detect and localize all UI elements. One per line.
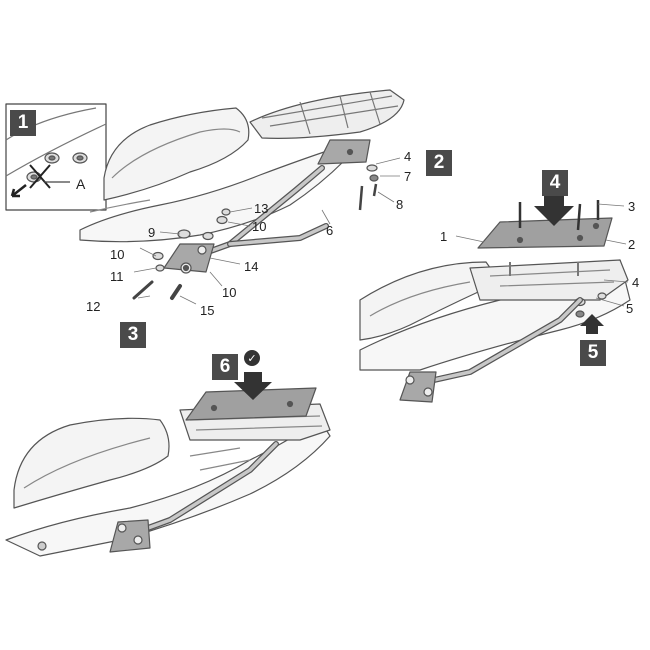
step-badge-2: 2 [426,150,452,176]
callout-13: 13 [254,201,269,216]
direction-arrow-icon [10,184,27,198]
step-badge-6: 6 [212,354,238,380]
callout-12: 12 [86,299,101,314]
callout-4-washer-right: 4 [632,275,640,290]
callout-8-bolt: 8 [396,197,404,212]
step-badge-4: 4 [542,170,568,196]
callout-4-washer: 4 [404,149,412,164]
callout-10-left: 10 [110,247,125,262]
top-case-plate [477,217,613,249]
check-icon: ✓ [244,350,260,366]
callout-1-plate: 1 [440,229,448,244]
step-badge-5: 5 [580,340,606,366]
callout-2-spacer: 2 [628,237,636,252]
detail-label-a: A [76,176,86,192]
callout-10-lower: 10 [222,285,237,300]
install-arrow-icon [234,372,272,400]
press-down-arrow-icon [534,196,574,226]
callout-7-nut: 7 [404,169,412,184]
callout-5-nut: 5 [626,301,634,316]
detail-inset [5,103,107,211]
exploded-view-drawing [79,89,405,305]
callout-10-upper: 10 [252,219,267,234]
callout-3-screw: 3 [628,199,636,214]
step-badge-1: 1 [10,110,36,136]
callout-15: 15 [200,303,215,318]
callout-11: 11 [110,269,124,284]
remove-cross-icon [29,164,51,189]
top-case-plate-view [359,196,631,403]
push-up-arrow-icon [580,314,604,334]
final-assembly-view [5,372,331,557]
callout-9: 9 [148,225,156,240]
step-badge-3: 3 [120,322,146,348]
callout-14: 14 [244,259,259,274]
callout-6-bracket: 6 [326,223,334,238]
